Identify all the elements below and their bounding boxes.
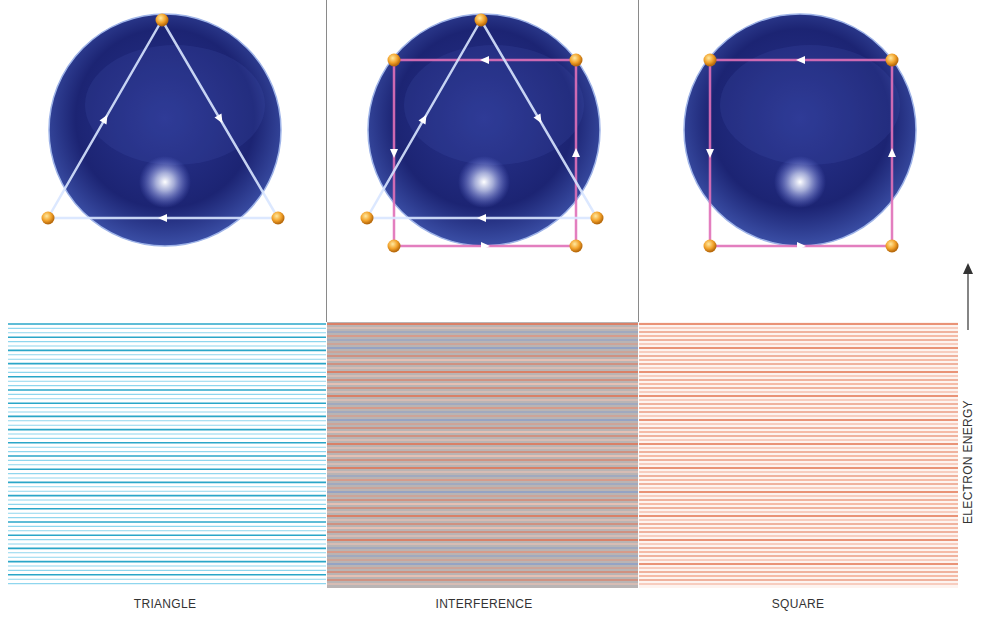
- orbit-sphere: [361, 14, 604, 253]
- energy-spectrum: [8, 322, 326, 588]
- panel-label: INTERFERENCE: [436, 597, 533, 611]
- panel-separator: [327, 0, 639, 322]
- panel-label: SQUARE: [772, 597, 824, 611]
- orbit-sphere: [684, 14, 916, 253]
- panel-label: TRIANGLE: [134, 597, 196, 611]
- orbit-sphere: [42, 14, 285, 247]
- energy-arrow: [963, 263, 973, 330]
- axis-label: ELECTRON ENERGY: [961, 400, 975, 524]
- energy-spectrum: [639, 322, 958, 588]
- energy-spectrum: [327, 322, 638, 588]
